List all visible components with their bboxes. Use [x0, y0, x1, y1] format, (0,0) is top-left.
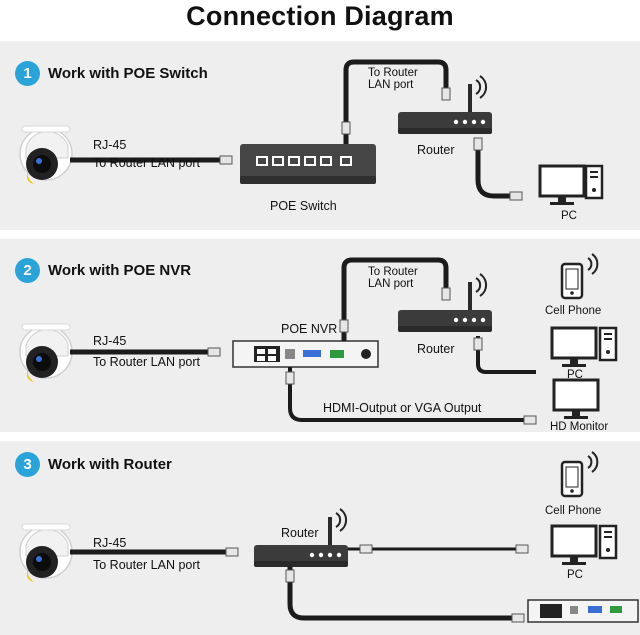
- section-2-pc-monitor-icon: [550, 326, 598, 369]
- section-1-rj45-label: RJ-45: [93, 138, 127, 152]
- section-3-cell-phone-label: Cell Phone: [545, 505, 602, 517]
- section-1-switch-top-label-1: To Router: [368, 67, 418, 79]
- section-3-number-badge: 3: [15, 452, 40, 477]
- section-2-heading: Work with POE NVR: [48, 262, 192, 279]
- section-2-hd-monitor-icon: [552, 378, 600, 421]
- section-3-cell-phone-icon: [560, 450, 599, 498]
- section-3-pc-label: PC: [567, 569, 583, 581]
- section-2-nvr-label: POE NVR: [281, 322, 338, 336]
- section-1-pc-tower-icon: [584, 164, 604, 200]
- section-1-number-badge: 1: [15, 61, 40, 86]
- section-2-nvr-icon: [232, 340, 379, 368]
- section-2-hdmi-label: HDMI-Output or VGA Output: [323, 401, 482, 415]
- section-1-switch-label: POE Switch: [270, 199, 337, 213]
- section-2-camera-icon: [19, 323, 73, 383]
- section-1-heading: Work with POE Switch: [48, 65, 208, 82]
- section-2-number-badge: 2: [15, 258, 40, 283]
- section-2-nvr-top-label-1: To Router: [368, 266, 418, 278]
- section-3-camera-port-label: To Router LAN port: [93, 558, 200, 572]
- section-2-rj45-label: RJ-45: [93, 334, 127, 348]
- section-3-camera-icon: [19, 523, 73, 583]
- section-3-nvr-icon: [527, 599, 639, 623]
- section-2-pc-label: PC: [567, 369, 583, 381]
- section-2-cell-phone-label: Cell Phone: [545, 305, 602, 317]
- section-2-router-icon: [398, 310, 492, 332]
- section-3-router-icon: [254, 545, 348, 567]
- section-2-hd-monitor-label: HD Monitor: [550, 421, 609, 433]
- diagram-title: Connection Diagram: [186, 1, 454, 31]
- section-3-router-label: Router: [281, 526, 319, 540]
- section-1-poe-switch-icon: [240, 144, 376, 184]
- section-2-camera-port-label: To Router LAN port: [93, 355, 200, 369]
- section-1-switch-top-label-2: LAN port: [368, 79, 414, 91]
- section-1-camera-icon: [19, 125, 73, 185]
- section-2-router-label: Router: [417, 342, 455, 356]
- section-1-router-label: Router: [417, 143, 455, 157]
- section-1-camera-port-label: To Router LAN port: [93, 156, 200, 170]
- section-1-panel: [0, 41, 640, 230]
- section-3-heading: Work with Router: [48, 456, 172, 473]
- section-2-nvr-top-label-2: LAN port: [368, 278, 414, 290]
- section-3-pc-tower-icon: [598, 524, 618, 560]
- section-1-router-icon: [398, 112, 492, 134]
- section-1-pc-label: PC: [561, 210, 577, 222]
- section-2-cell-phone-icon: [560, 252, 599, 300]
- section-1-pc-monitor-icon: [538, 164, 586, 207]
- section-2-pc-tower-icon: [598, 326, 618, 362]
- section-2-panel: [0, 239, 640, 432]
- section-3-pc-monitor-icon: [550, 524, 598, 567]
- section-3-rj45-label: RJ-45: [93, 536, 127, 550]
